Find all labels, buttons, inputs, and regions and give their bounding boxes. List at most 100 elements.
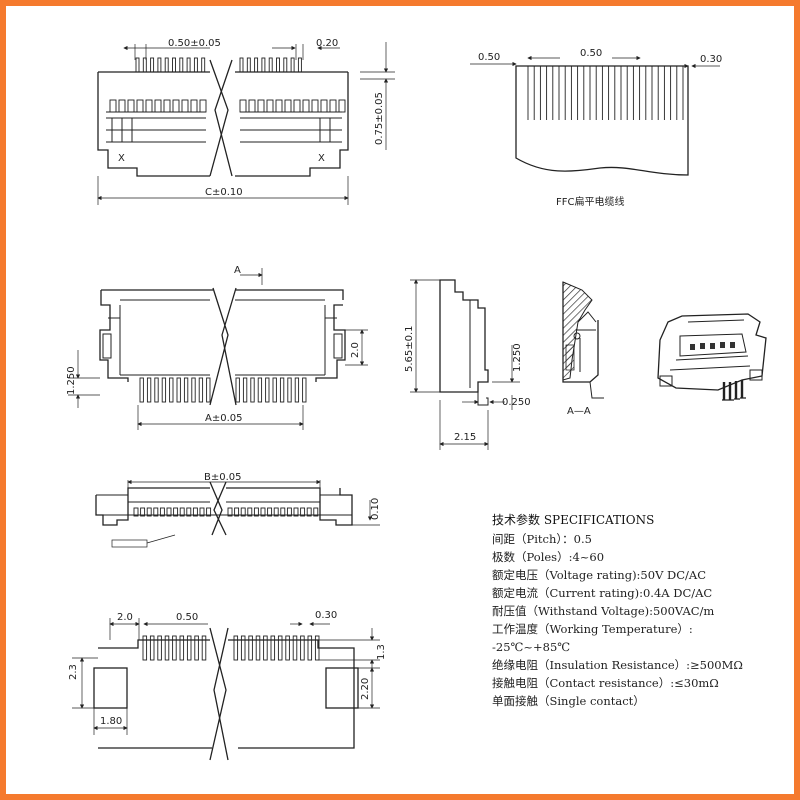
pcb-pad: [142, 635, 148, 661]
bottom-pin: [227, 507, 233, 517]
side-height-label: 5.65±0.1: [404, 325, 415, 372]
top-pitch-label: 0.50±0.05: [168, 38, 221, 49]
top-pin: [268, 57, 273, 73]
ffc-cable-view: 0.50 0.50 0.30 FFC扁平电缆线: [470, 48, 722, 208]
spec-title: 技术参数 SPECIFICATIONS: [492, 512, 654, 527]
top-pin: [142, 57, 147, 73]
top-pin: [283, 57, 288, 73]
spec-contact: 接触电阻（Contact resistance）:≤30mΩ: [492, 676, 719, 690]
bottom-pin: [159, 507, 165, 517]
top-pin: [164, 57, 169, 73]
top-c-label: C±0.10: [205, 187, 243, 198]
bottom-pin: [313, 507, 319, 517]
pcb-pad: [164, 635, 170, 661]
side-view: 5.65±0.1 1.250 0.250 2.15: [404, 279, 531, 450]
side-width-label: 2.15: [454, 432, 476, 443]
bottom-pin: [260, 507, 266, 517]
top-pin: [157, 57, 162, 73]
top-contact: [284, 99, 292, 113]
pcb-pad-label: 0.30: [315, 610, 337, 621]
bottom-pin: [293, 507, 299, 517]
pcb-pad: [179, 635, 185, 661]
top-contact: [266, 99, 274, 113]
spec-poles: 极数（Poles）:4~60: [492, 550, 604, 564]
pcb-pads: [142, 635, 320, 661]
top-contact: [293, 99, 301, 113]
front-left-h-label: 1.250: [66, 366, 77, 395]
top-pin: [239, 57, 244, 73]
pcb-pad: [149, 635, 155, 661]
bottom-pin: [140, 507, 146, 517]
front-pin: [242, 377, 248, 403]
side-thick-label: 0.250: [502, 397, 531, 408]
pcb-w2-label: 1.80: [100, 716, 122, 727]
section-a-a: A—A: [562, 281, 604, 417]
top-pin: [261, 57, 266, 73]
bottom-view: B±0.05 0.10: [95, 472, 381, 548]
pcb-h-label: 2.3: [68, 664, 79, 680]
pcb-pad-h-label: 1.3: [376, 644, 387, 660]
top-contact: [181, 99, 189, 113]
pcb-pad: [300, 635, 305, 661]
pcb-pad: [248, 635, 253, 661]
top-contact: [172, 99, 180, 113]
bottom-pin: [240, 507, 246, 517]
pcb-pad: [194, 635, 199, 661]
flatness-callout-icon: [111, 539, 148, 548]
top-contact: [136, 99, 144, 113]
pcb-pad: [157, 635, 162, 661]
top-contact: [154, 99, 162, 113]
front-pin: [176, 377, 181, 403]
pcb-right-mount-pad: [325, 667, 359, 709]
front-pin: [287, 377, 292, 403]
front-pin: [146, 377, 152, 403]
front-pin: [191, 377, 196, 403]
bottom-pin: [280, 507, 286, 517]
bottom-pin: [300, 507, 306, 517]
top-contact: [329, 99, 337, 113]
front-a-top-label: A: [234, 265, 241, 276]
top-contact: [338, 99, 346, 113]
front-pin: [198, 377, 204, 403]
top-pin: [186, 57, 191, 73]
ffc-mid-label: 0.50: [580, 48, 602, 59]
pcb-pitch-label: 0.50: [176, 612, 198, 623]
top-x-left: X: [118, 153, 125, 164]
bottom-pin: [234, 507, 240, 517]
top-pin-width-label: 0.20: [316, 38, 338, 49]
spec-temperature: 工作温度（Working Temperature）:: [492, 622, 693, 636]
bottom-view-pins: [133, 507, 319, 517]
top-contact: [109, 99, 117, 113]
pcb-pad: [263, 635, 268, 661]
front-pin: [302, 377, 307, 403]
bottom-pin: [199, 507, 205, 517]
bottom-pin: [146, 507, 152, 517]
section-label: A—A: [567, 406, 591, 417]
top-pin: [276, 57, 280, 73]
bottom-pin: [166, 507, 172, 517]
front-pin: [169, 377, 174, 403]
front-view-pins: [139, 377, 307, 403]
top-contact: [239, 99, 247, 113]
isometric-view: [657, 313, 767, 401]
front-right-h-label: 2.0: [350, 342, 361, 358]
spec-current: 额定电流（Current rating):0.4A DC/AC: [492, 586, 712, 600]
bottom-pin: [206, 507, 212, 517]
pcb-layout: 2.0 0.50 0.30 2.3 1.3 2.20 1.80: [68, 610, 387, 761]
front-view: A A±0.05 1.250 2.0: [66, 265, 368, 430]
pcb-pad: [172, 635, 177, 661]
pcb-pad: [270, 635, 276, 661]
top-contact: [190, 99, 198, 113]
top-pin: [201, 57, 206, 73]
top-contact: [311, 99, 319, 113]
top-pin: [172, 57, 176, 73]
bottom-r-label: 0.10: [370, 498, 381, 520]
pcb-pad: [307, 635, 313, 661]
front-pin: [183, 377, 189, 403]
top-contact: [302, 99, 310, 113]
top-contact: [163, 99, 171, 113]
spec-temperature-range: -25℃~+85℃: [492, 640, 570, 654]
specifications-block: 技术参数 SPECIFICATIONS 间距（Pitch）：0.5 极数（Pol…: [492, 512, 743, 708]
